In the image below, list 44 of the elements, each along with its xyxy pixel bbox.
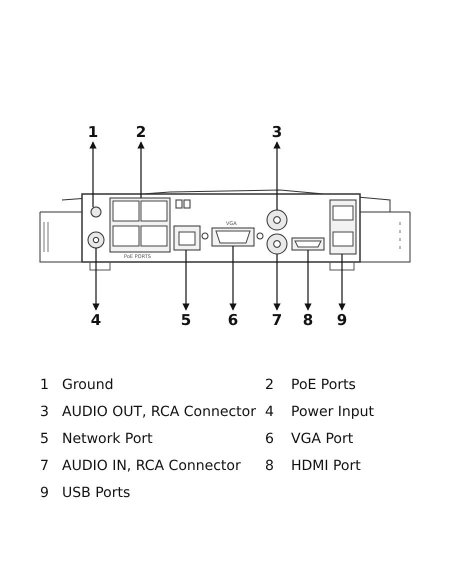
- legend-text: HDMI Port: [291, 458, 361, 474]
- leader-line: [137, 141, 145, 198]
- callout-number: 8: [301, 312, 315, 328]
- legend-text: AUDIO OUT, RCA Connector: [62, 404, 256, 420]
- rca-jack: [266, 234, 288, 254]
- rca-jack: [266, 210, 288, 230]
- vga-port: [212, 228, 254, 246]
- legend-number: 9: [40, 485, 49, 501]
- callout-number: 4: [89, 312, 103, 328]
- callout-number: 1: [86, 124, 100, 140]
- leader-line: [92, 248, 100, 311]
- legend-number: 5: [40, 431, 49, 447]
- power-jack: [88, 232, 104, 248]
- callout-number: 2: [134, 124, 148, 140]
- legend-number: 4: [265, 404, 274, 420]
- callout-number: 9: [335, 312, 349, 328]
- callout-number: 3: [270, 124, 284, 140]
- callout-number: 6: [226, 312, 240, 328]
- legend-number: 2: [265, 377, 274, 393]
- leader-line: [304, 250, 312, 311]
- legend-number: 3: [40, 404, 49, 420]
- callout-number: 5: [179, 312, 193, 328]
- legend-number: 1: [40, 377, 49, 393]
- legend-number: 7: [40, 458, 49, 474]
- legend-text: Ground: [62, 377, 114, 393]
- network-port: [174, 226, 200, 250]
- legend-text: PoE Ports: [291, 377, 356, 393]
- legend-text: Power Input: [291, 404, 374, 420]
- legend-number: 6: [265, 431, 274, 447]
- hdmi-port: [292, 238, 324, 250]
- legend-text: Network Port: [62, 431, 153, 447]
- leader-line: [182, 250, 190, 311]
- legend-number: 8: [265, 458, 274, 474]
- legend-text: USB Ports: [62, 485, 130, 501]
- usb-ports: [330, 200, 356, 254]
- leader-line: [229, 246, 237, 311]
- callout-number: 7: [270, 312, 284, 328]
- leader-line: [273, 254, 281, 311]
- leader-line: [273, 141, 281, 210]
- leader-line: [89, 141, 97, 207]
- legend-text: VGA Port: [291, 431, 354, 447]
- legend-text: AUDIO IN, RCA Connector: [62, 458, 241, 474]
- poe-ports: [110, 198, 170, 252]
- leader-line: [338, 254, 346, 311]
